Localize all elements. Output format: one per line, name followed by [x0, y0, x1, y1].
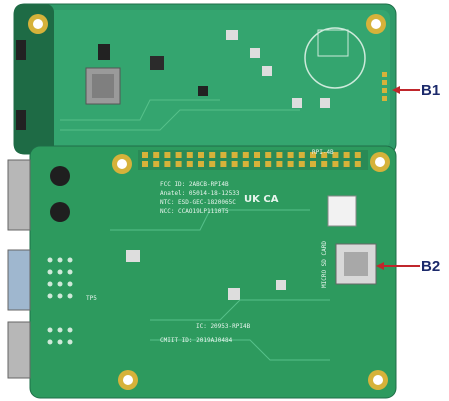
- header-pin: [343, 152, 350, 158]
- header-pin: [310, 152, 316, 158]
- label-b1: B1: [421, 82, 441, 99]
- header-pin: [198, 152, 204, 158]
- header-pin: [198, 161, 204, 167]
- silk-ic: IC: 20953-RPI4B: [196, 323, 251, 330]
- header-pin: [298, 161, 305, 167]
- silk-cmiit: CMIIT ID: 2019AJ0484: [160, 337, 233, 344]
- header-pin: [242, 152, 249, 158]
- header-pin: [231, 161, 238, 167]
- header-pin: [332, 161, 339, 167]
- header-pin: [209, 161, 216, 167]
- header-pin: [276, 161, 283, 167]
- header-pin: [254, 152, 260, 158]
- header-pin: [343, 161, 350, 167]
- silk-top-model: RPI-4B: [312, 149, 334, 156]
- silk-ukca-badge: UK CA: [244, 194, 279, 205]
- header-pin: [153, 161, 160, 167]
- silk-ncc: NCC: CCAO19LP1110T5: [160, 208, 229, 215]
- annotation-arrows: [376, 86, 420, 270]
- header-pin: [287, 152, 294, 158]
- header-pin: [142, 152, 148, 158]
- header-pin: [265, 152, 272, 158]
- header-pin: [220, 161, 227, 167]
- header-pin: [332, 152, 339, 158]
- header-pin: [321, 152, 328, 158]
- header-pin: [175, 161, 182, 167]
- top-board: [13, 3, 397, 155]
- label-b2: B2: [421, 258, 441, 275]
- header-pin: [142, 161, 148, 167]
- header-pin: [310, 161, 316, 167]
- header-pin: [164, 161, 171, 167]
- header-pin: [254, 161, 260, 167]
- header-pin: [265, 161, 272, 167]
- silk-tp: TP5: [86, 295, 97, 302]
- header-pin: [186, 152, 193, 158]
- header-pin: [220, 152, 227, 158]
- gpio-header: [138, 150, 368, 170]
- silk-anatel: Anatel: 05014-18-12533: [160, 190, 240, 197]
- header-pin: [242, 161, 249, 167]
- silk-ntc: NTC: ESD-GEC-1820065C: [160, 199, 236, 206]
- bottom-board: [7, 145, 397, 399]
- header-pin: [153, 152, 160, 158]
- silk-fcc: FCC ID: 2ABCB-RPI4B: [160, 181, 229, 188]
- header-pin: [354, 161, 361, 167]
- header-pin: [287, 161, 294, 167]
- header-pin: [231, 152, 238, 158]
- header-pin: [209, 152, 216, 158]
- header-pin: [298, 152, 305, 158]
- header-pin: [164, 152, 171, 158]
- header-pin: [175, 152, 182, 158]
- header-pin: [276, 152, 283, 158]
- header-pin: [186, 161, 193, 167]
- header-pin: [354, 152, 361, 158]
- header-pin: [321, 161, 328, 167]
- silk-sd-card: MICRO SD CARD: [321, 241, 328, 288]
